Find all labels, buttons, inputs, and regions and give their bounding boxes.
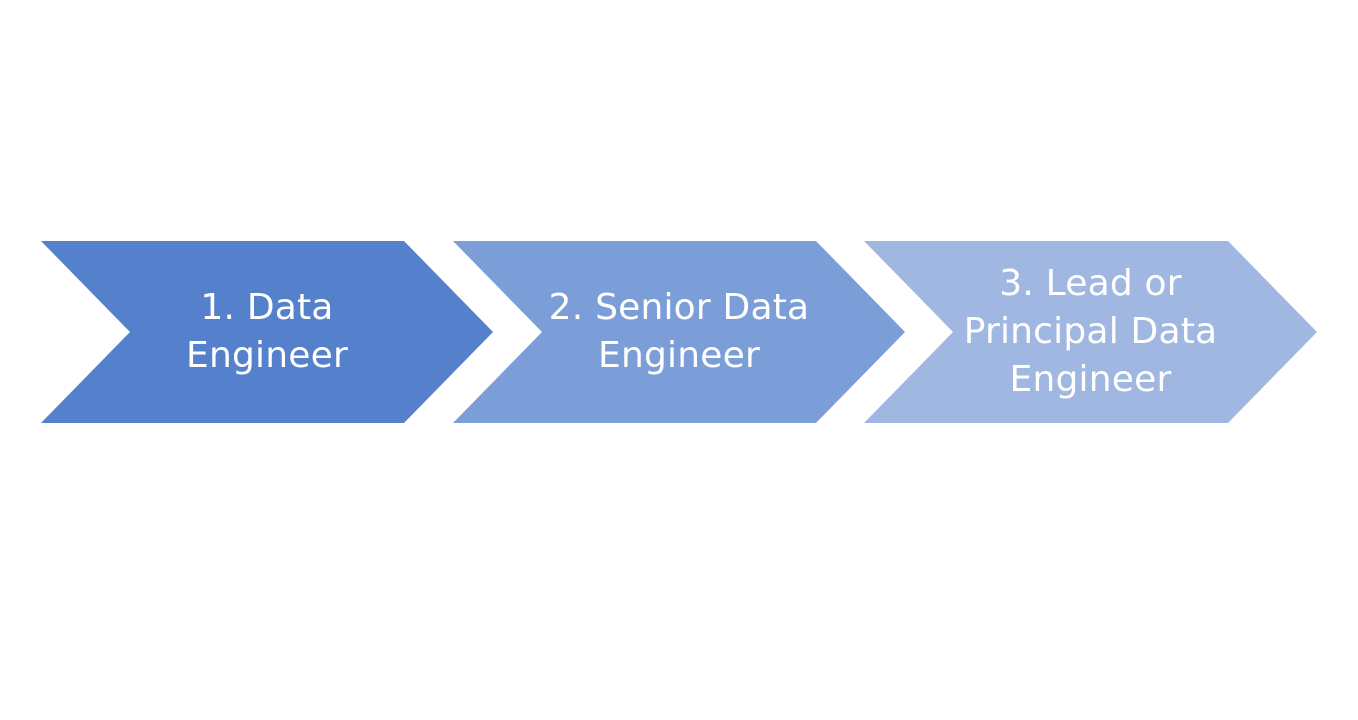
step-3-label: 3. Lead or Principal Data Engineer (963, 263, 1218, 400)
chevron-step-2: 2. Senior Data Engineer (453, 241, 905, 423)
step-1-label: 1. Data Engineer (186, 287, 348, 376)
chevron-step-3: 3. Lead or Principal Data Engineer (864, 241, 1317, 423)
step-2-label: 2. Senior Data Engineer (548, 287, 810, 376)
chevron-step-1: 1. Data Engineer (41, 241, 493, 423)
